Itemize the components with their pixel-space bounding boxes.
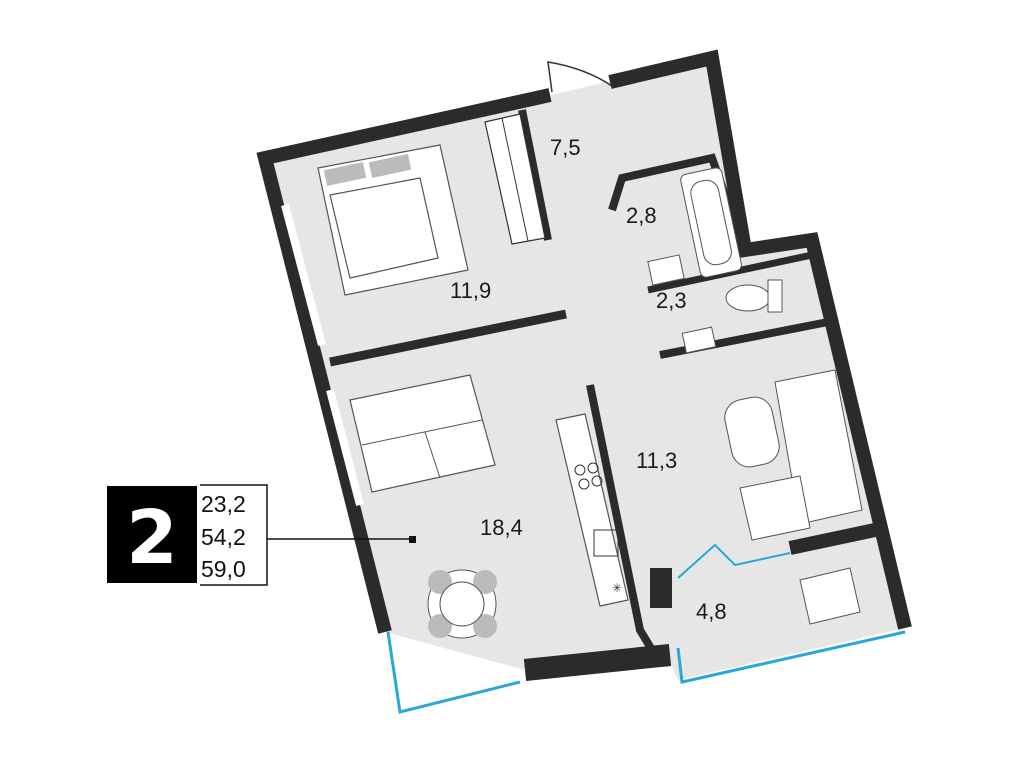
total-area: 54,2 xyxy=(201,524,246,550)
entrance-door xyxy=(547,61,613,93)
pointer-marker xyxy=(409,536,416,543)
living-area: 23,2 xyxy=(201,491,246,517)
window xyxy=(281,203,326,347)
balcony-door xyxy=(677,543,791,579)
wall-bedroom-hall xyxy=(518,109,552,241)
kitchen-unit: ✳ xyxy=(555,413,629,607)
bed xyxy=(317,144,469,296)
area-label-balcony: 4,8 xyxy=(696,599,727,624)
sink xyxy=(647,254,685,286)
balcony-glazing xyxy=(386,631,521,714)
area-label-toilet: 2,3 xyxy=(656,288,687,313)
dining-table xyxy=(427,569,497,639)
area-label-bedroom: 11,9 xyxy=(450,278,491,303)
area-label-hallway: 7,5 xyxy=(550,135,581,160)
area-label-bathroom: 2,8 xyxy=(626,203,657,228)
legend: 2 23,2 54,2 59,0 xyxy=(107,484,416,586)
total-area-with-balcony: 59,0 xyxy=(201,556,246,582)
wardrobe xyxy=(484,113,546,245)
area-label-room: 11,3 xyxy=(636,448,677,473)
bathtub xyxy=(680,167,742,278)
balcony-chair xyxy=(799,567,861,625)
balcony-glazing-2 xyxy=(676,630,906,684)
area-label-kitchen-living: 18,4 xyxy=(480,515,523,540)
sofa xyxy=(349,374,496,493)
column xyxy=(650,568,672,608)
watermark: Новострой-М xyxy=(838,708,1024,743)
window xyxy=(326,388,364,507)
wall-room-balcony xyxy=(788,523,877,555)
svg-text:✳: ✳ xyxy=(612,581,622,595)
rooms-count-badge xyxy=(107,486,197,583)
wall-bedroom-living xyxy=(329,309,567,367)
room-sofa xyxy=(724,369,863,541)
rooms-count: 2 xyxy=(126,495,178,581)
outer-wall-bottom xyxy=(523,644,672,681)
toilet-bowl xyxy=(725,279,783,313)
outer-wall xyxy=(256,88,552,634)
toilet-sink xyxy=(681,326,717,354)
wall-room-living xyxy=(586,384,659,658)
